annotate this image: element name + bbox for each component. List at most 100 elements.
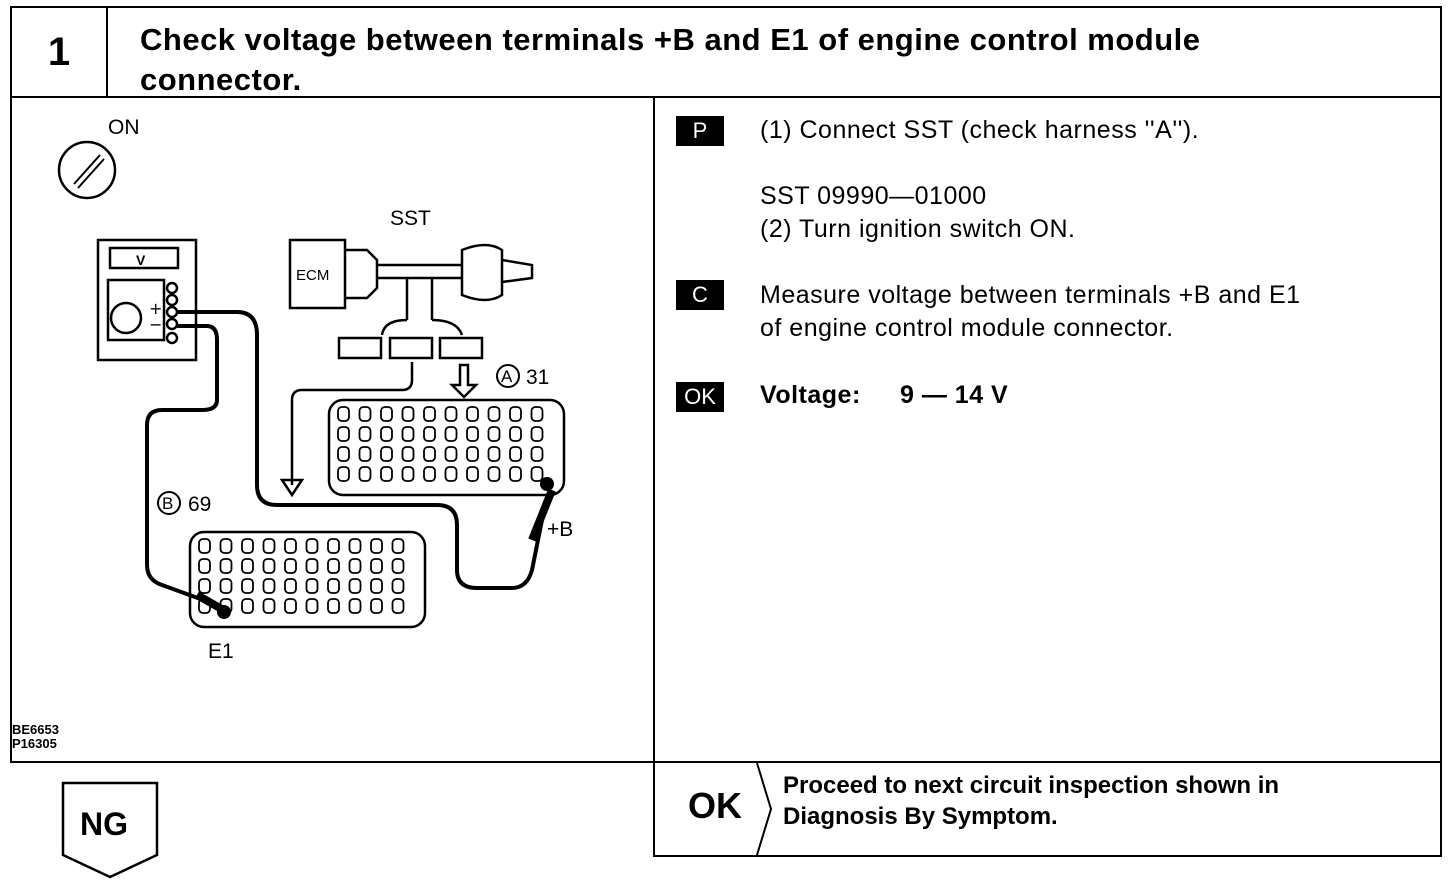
connector-pin	[391, 538, 405, 554]
connector-pin	[487, 426, 501, 442]
step-title-line1: Check voltage between terminals +B and E…	[140, 22, 1201, 57]
svg-text:+: +	[149, 299, 162, 318]
ok-result-line1: Proceed to next circuit inspection shown…	[783, 772, 1280, 799]
meter-label: V	[136, 252, 146, 268]
connector-pin	[423, 426, 436, 442]
connector-pin	[219, 538, 233, 554]
connector-a-pins	[337, 406, 544, 482]
connector-pin	[198, 598, 211, 614]
switch-label: ON	[108, 116, 140, 139]
connector-pin	[370, 578, 383, 594]
connector-pin	[380, 446, 393, 462]
connector-pin	[530, 426, 544, 442]
connector-pin	[337, 406, 350, 422]
connector-pin	[530, 406, 544, 422]
ok-arrow-icon	[756, 762, 773, 856]
check-tag: C	[676, 280, 724, 310]
connector-b-pins	[198, 538, 405, 614]
figure-code: BE6653 P16305	[12, 723, 59, 751]
connector-pin	[262, 578, 276, 594]
connector-pin	[487, 446, 501, 462]
connector-pin	[262, 538, 276, 554]
connector-pin	[380, 426, 393, 442]
connector-pin	[391, 558, 405, 574]
connector-pin	[487, 406, 501, 422]
connector-pin	[401, 446, 415, 462]
connector-pin	[530, 466, 544, 482]
terminal-e1-label: E1	[208, 640, 234, 663]
connector-pin	[370, 538, 383, 554]
svg-text:−: −	[149, 315, 162, 334]
connector-pin	[444, 466, 458, 482]
sst-label: SST	[390, 207, 431, 230]
connector-pin	[370, 558, 383, 574]
connector-b-icon	[188, 530, 427, 629]
ecm-icon	[288, 238, 347, 310]
connector-pin	[423, 446, 436, 462]
connector-pin	[337, 426, 350, 442]
spec-label: Voltage:	[760, 381, 861, 409]
connector-pin	[466, 466, 479, 482]
ng-label: NG	[80, 806, 128, 842]
prep-step1: (1) Connect SST (check harness ''A'').	[760, 116, 1200, 144]
connector-pin	[219, 578, 233, 594]
connector-pin	[444, 446, 458, 462]
connector-pin	[327, 578, 340, 594]
connector-pin	[401, 406, 415, 422]
connector-pin	[262, 598, 276, 614]
connector-pin	[305, 578, 319, 594]
connector-pin	[348, 578, 362, 594]
connector-pin	[466, 426, 479, 442]
terminal-plus-b-label: +B	[547, 518, 573, 541]
column-divider	[653, 98, 655, 855]
connector-pin	[391, 578, 405, 594]
connector-pin	[530, 446, 544, 462]
connector-pin	[337, 466, 350, 482]
connector-pin	[284, 578, 297, 594]
connector-pin	[327, 598, 340, 614]
connector-pin	[380, 466, 393, 482]
connector-pin	[327, 558, 340, 574]
connector-pin	[305, 558, 319, 574]
connector-pin	[305, 538, 319, 554]
check-line2: of engine control module connector.	[760, 314, 1174, 342]
connector-pin	[241, 558, 254, 574]
spec-value: 9 — 14 V	[900, 381, 1009, 409]
ignition-switch-icon	[57, 140, 117, 200]
connector-b-letter: B	[162, 494, 173, 513]
circle-a-icon	[496, 364, 520, 388]
connector-pin	[423, 406, 436, 422]
connector-pin	[444, 406, 458, 422]
prep-tag: P	[676, 116, 724, 146]
connector-pin	[370, 598, 383, 614]
ecm-label: ECM	[296, 267, 329, 284]
connector-pin	[198, 538, 211, 554]
connector-a-number: 31	[526, 366, 549, 389]
terminal-e1-dot	[217, 605, 231, 619]
connector-pin	[262, 558, 276, 574]
ok-result-label: OK	[688, 785, 742, 826]
connector-pin	[444, 426, 458, 442]
connector-pin	[219, 558, 233, 574]
connector-pin	[358, 426, 372, 442]
step-header: 1 Check voltage between terminals +B and…	[10, 6, 1442, 98]
connector-pin	[509, 426, 522, 442]
connector-pin	[284, 558, 297, 574]
connector-pin	[509, 446, 522, 462]
connector-pin	[348, 598, 362, 614]
voltmeter-icon	[96, 238, 198, 362]
check-line1: Measure voltage between terminals +B and…	[760, 281, 1301, 309]
prep-step2: (2) Turn ignition switch ON.	[760, 215, 1076, 243]
circle-b-icon	[157, 491, 181, 515]
ok-tag: OK	[676, 382, 724, 412]
connector-pin	[487, 466, 501, 482]
connector-pin	[358, 446, 372, 462]
connector-pin	[423, 466, 436, 482]
connector-pin	[466, 446, 479, 462]
ok-result-line2: Diagnosis By Symptom.	[783, 803, 1058, 830]
connector-pin	[337, 446, 350, 462]
ok-result-box	[653, 761, 1442, 857]
connector-pin	[348, 538, 362, 554]
connector-pin	[401, 466, 415, 482]
connector-pin	[198, 558, 211, 574]
